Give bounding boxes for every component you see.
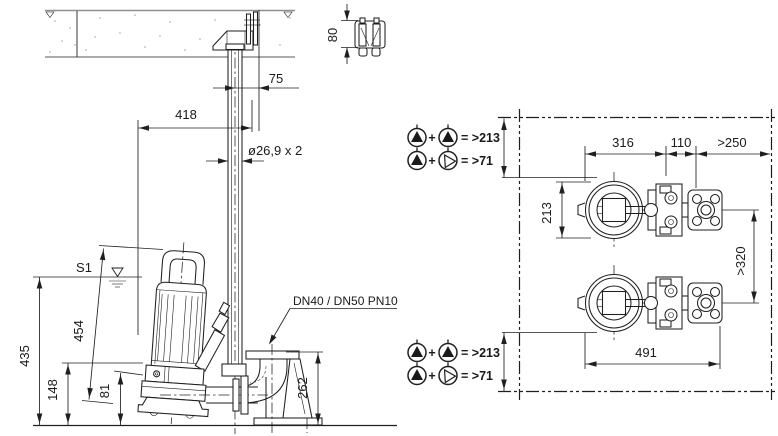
dim-213: 213 xyxy=(539,181,591,239)
dim-75-label: 75 xyxy=(269,71,283,86)
plan-discharge-flange xyxy=(687,189,723,231)
pump-duty-icon xyxy=(407,338,427,363)
pit-wall-chain-border xyxy=(498,109,776,400)
concrete-stipple xyxy=(49,14,291,53)
dim-pipe-diameter: ø26,9 x 2 xyxy=(206,143,302,164)
submersible-pump xyxy=(137,242,231,424)
plus-sign: + xyxy=(428,346,435,360)
pump-duty-icon xyxy=(407,123,427,148)
dim-316-label: 316 xyxy=(612,135,634,150)
plus-sign: + xyxy=(428,154,435,168)
dim-148: 148 xyxy=(45,362,143,425)
pump-duty-icon xyxy=(438,338,458,363)
legend-duty-duty-value: = >213 xyxy=(461,131,500,145)
stand-ring xyxy=(137,396,209,418)
dim-320: >320 xyxy=(733,210,757,303)
discharge-elbow-assembly xyxy=(160,344,323,433)
dim-262: 262 xyxy=(286,351,323,425)
plus-sign: + xyxy=(428,131,435,145)
dim-250-label: >250 xyxy=(717,135,746,150)
cable-gland xyxy=(194,301,231,372)
dim-148-label: 148 xyxy=(45,379,60,401)
dim-316-110-250: 316 110 >250 xyxy=(584,135,770,188)
bracket-front-detail xyxy=(354,17,386,57)
dim-80: 80 xyxy=(325,4,358,64)
legend-duty-duty-value: = >213 xyxy=(461,346,500,360)
guide-claw xyxy=(221,363,247,377)
dim-110-label: 110 xyxy=(671,135,692,150)
pump-handle xyxy=(160,250,205,285)
water-level-s1-label: S1 xyxy=(76,260,92,275)
plus-sign: + xyxy=(428,369,435,383)
flange-callout: DN40 / DN50 PN10 xyxy=(266,294,398,346)
pump-duty-icon xyxy=(438,123,458,148)
dim-320-label: >320 xyxy=(733,246,748,275)
base-plate xyxy=(253,417,323,426)
dim-491-label: 491 xyxy=(635,345,657,360)
motor-housing xyxy=(150,281,207,371)
dim-491: 491 xyxy=(584,326,721,369)
dim-435: 435 S1 xyxy=(17,260,142,425)
pump-duty-icon xyxy=(407,361,427,386)
clearance-legend-bottom: + = >213 + = >71 xyxy=(407,338,500,386)
discharge-flange xyxy=(245,350,300,360)
dim-418-label: 418 xyxy=(175,107,197,122)
legend-duty-standby-value: = >71 xyxy=(461,369,493,383)
dim-418: 418 xyxy=(137,100,253,335)
dim-454: 454 xyxy=(71,245,164,404)
dim-81: 81 xyxy=(97,370,144,425)
pump-plan-view-unit xyxy=(577,172,759,248)
dim-454-label: 454 xyxy=(71,320,86,342)
legend-duty-standby-value: = >71 xyxy=(461,154,493,168)
dim-262-label: 262 xyxy=(295,377,310,399)
water-level-symbol xyxy=(109,267,126,288)
pump-standby-icon xyxy=(438,361,458,386)
pump-standby-icon xyxy=(438,146,458,171)
dim-75: 75 xyxy=(213,10,299,131)
dim-81-label: 81 xyxy=(97,384,112,398)
pump-duty-icon xyxy=(407,146,427,171)
pump-plan-view-unit-2 xyxy=(577,264,760,342)
dim-80-label: 80 xyxy=(325,28,340,42)
ceiling-slab-section xyxy=(45,9,295,58)
dim-pipe-label: ø26,9 x 2 xyxy=(248,143,302,158)
clearance-legend-top: + = >213 + = >71 xyxy=(407,123,500,171)
pipe-ceiling-bracket xyxy=(212,11,260,51)
wall-clearance-arrows xyxy=(501,118,597,391)
dim-213-label: 213 xyxy=(539,202,554,224)
flange-callout-label: DN40 / DN50 PN10 xyxy=(293,294,398,308)
dim-435-label: 435 xyxy=(17,345,32,367)
